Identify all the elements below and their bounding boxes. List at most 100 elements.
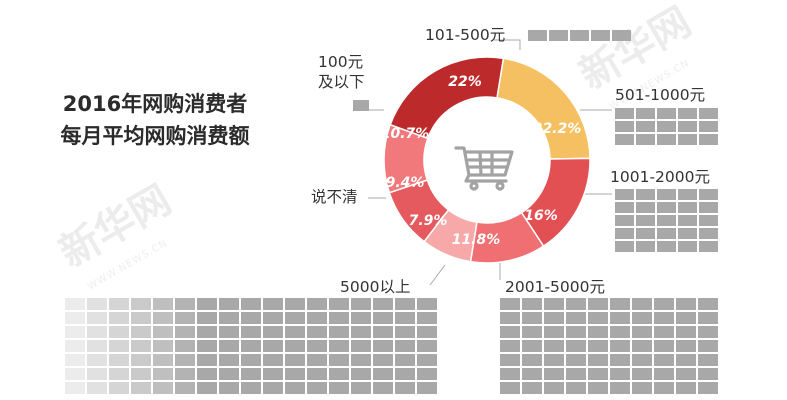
pictograph-block-5000-plus [109,382,129,394]
pictograph-block-5000-plus [87,354,107,366]
pictograph-block-501-1000 [678,134,697,145]
pictograph-block-5000-plus [131,326,151,338]
pictograph-block-5000-plus [241,326,261,338]
pictograph-block-2001-5000 [588,326,608,338]
pictograph-block-2001-5000 [566,312,586,324]
pictograph-block-2001-5000 [588,368,608,380]
pictograph-block-5000-plus [351,298,371,310]
pictograph-block-5000-plus [307,340,327,352]
pictograph-block-2001-5000 [698,298,718,310]
pictograph-block-5000-plus [153,354,173,366]
pictograph-block-5000-plus [373,382,393,394]
pictograph-block-2001-5000 [610,298,630,310]
pictograph-block-5000-plus [219,382,239,394]
pictograph-block-1001-2000 [636,189,655,200]
pictograph-block-501-1000 [615,108,634,119]
pictograph-block-5000-plus [197,382,217,394]
pictograph-block-5000-plus [329,340,349,352]
pictograph-block-5000-plus [417,298,437,310]
pictograph-block-5000-plus [87,312,107,324]
pictograph-block-5000-plus [65,298,85,310]
pictograph-block-2001-5000 [566,368,586,380]
pictograph-block-5000-plus [417,340,437,352]
pictograph-block-2001-5000 [654,298,674,310]
connector-101-500 [494,39,521,50]
pictograph-block-2001-5000 [676,368,696,380]
pictograph-block-5000-plus [197,312,217,324]
pictograph-block-2001-5000 [500,298,520,310]
pictograph-block-2001-5000 [698,354,718,366]
pictograph-block-1001-2000 [699,241,718,252]
pictograph-block-2001-5000 [632,340,652,352]
pictograph-block-5000-plus [395,382,415,394]
category-label-unclear: 说不清 [311,188,358,206]
pictograph-block-5000-plus [395,354,415,366]
watermark-text: 新华网 [52,177,179,277]
category-label-5000-plus: 5000以上 [340,278,410,296]
pictograph-block-101-500 [591,30,610,41]
connector-lines [360,39,612,286]
pictograph-block-501-1000 [699,121,718,132]
pictograph-block-5000-plus [197,368,217,380]
pictograph-block-5000-plus [307,326,327,338]
pictograph-block-2001-5000 [610,312,630,324]
slice-100-below [383,123,429,194]
data-label-100-below: 10.7% [381,126,430,142]
pictograph-block-5000-plus [417,382,437,394]
pictograph-block-1001-2000 [699,189,718,200]
pictograph-block-5000-plus [263,298,283,310]
pictograph-block-5000-plus [175,368,195,380]
pictograph-block-1001-2000 [657,189,676,200]
pictograph-block-501-1000 [657,108,676,119]
pictograph-block-5000-plus [131,368,151,380]
chart-title-line-1: 2016年网购消费者 [62,92,248,116]
pictograph-block-2001-5000 [500,382,520,394]
pictograph-block-2001-5000 [544,340,564,352]
pictograph-block-2001-5000 [698,312,718,324]
data-label-101-500: 22% [448,74,482,90]
pictograph-block-5000-plus [87,382,107,394]
pictograph-block-5000-plus [175,340,195,352]
pictograph-block-2001-5000 [522,354,542,366]
pictograph-block-501-1000 [615,134,634,145]
pictograph-block-2001-5000 [544,354,564,366]
pictograph-block-2001-5000 [698,368,718,380]
pictograph-block-1001-2000 [657,241,676,252]
category-label-501-1000: 501-1000元 [615,86,705,104]
pictograph-block-1001-2000 [636,241,655,252]
pictograph-block-5000-plus [131,312,151,324]
pictograph-block-2001-5000 [676,312,696,324]
pictograph-block-1001-2000 [657,215,676,226]
pictograph-block-5000-plus [65,326,85,338]
pictograph-block-2001-5000 [610,326,630,338]
pictograph-block-501-1000 [678,121,697,132]
pictograph-block-5000-plus [395,312,415,324]
pictograph-block-2001-5000 [676,340,696,352]
pictograph-block-2001-5000 [544,298,564,310]
data-label-1001-2000: 16% [524,208,558,224]
pictograph-blocks [65,30,718,394]
pictograph-block-2001-5000 [566,354,586,366]
pictograph-block-5000-plus [131,354,151,366]
pictograph-block-5000-plus [417,354,437,366]
pictograph-block-501-1000 [636,121,655,132]
pictograph-block-2001-5000 [632,326,652,338]
pictograph-block-5000-plus [373,368,393,380]
pictograph-block-2001-5000 [522,382,542,394]
slice-501-1000 [496,57,591,160]
category-label-2001-5000: 2001-5000元 [505,278,605,296]
connector-5000-plus [429,264,446,286]
pictograph-block-2001-5000 [610,382,630,394]
pictograph-block-5000-plus [263,382,283,394]
pictograph-block-5000-plus [65,382,85,394]
pictograph-block-1001-2000 [615,189,634,200]
pictograph-block-5000-plus [219,340,239,352]
pictograph-block-2001-5000 [654,326,674,338]
pictograph-block-501-1000 [636,134,655,145]
pictograph-block-5000-plus [109,368,129,380]
pictograph-block-5000-plus [175,354,195,366]
pictograph-block-5000-plus [395,340,415,352]
pictograph-block-5000-plus [395,298,415,310]
pictograph-block-5000-plus [241,298,261,310]
pictograph-block-1001-2000 [615,215,634,226]
